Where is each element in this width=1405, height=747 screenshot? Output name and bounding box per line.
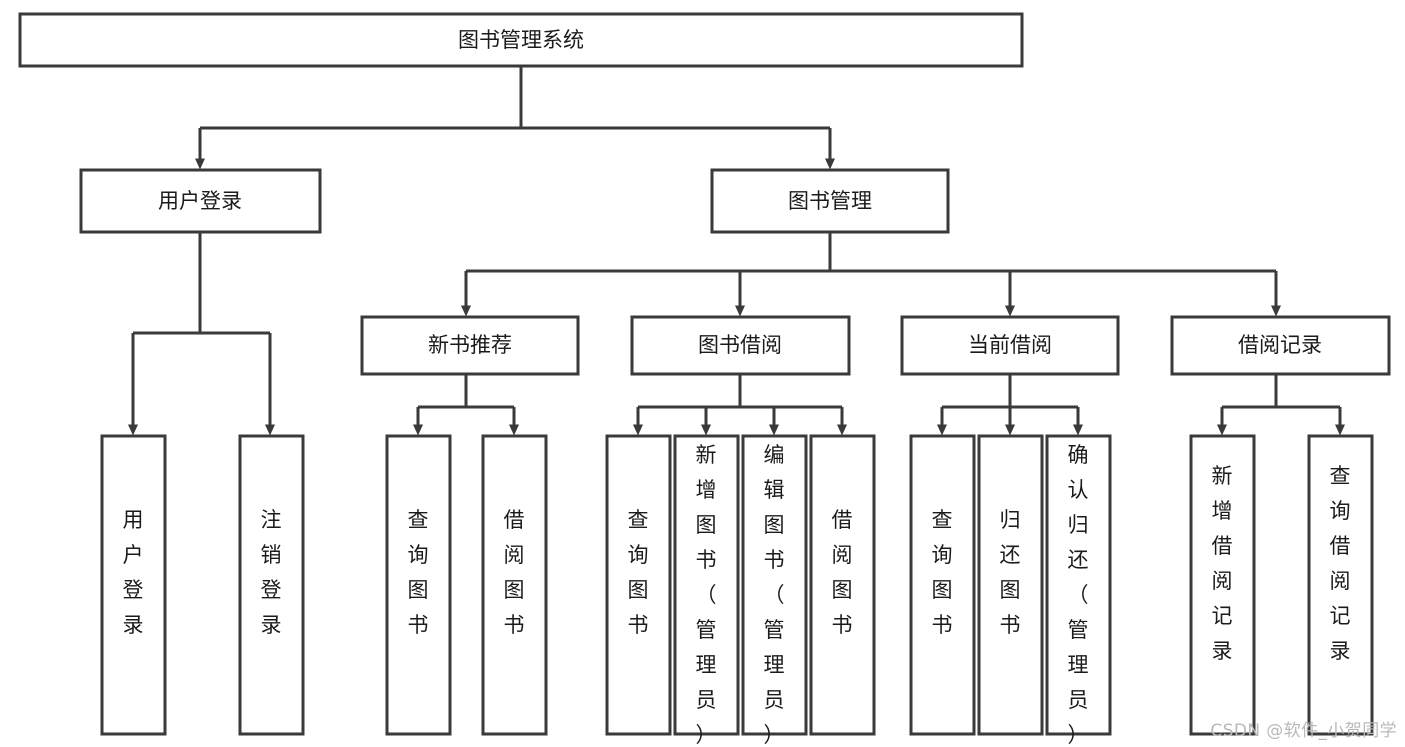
node-borrow-record[interactable]: 借阅记录: [1170, 315, 1391, 376]
node-leaf-confirm-return-box[interactable]: [1045, 434, 1112, 736]
node-book-borrow-box[interactable]: [630, 315, 851, 376]
node-leaf-return-book-label: 归还图书: [1000, 508, 1021, 637]
node-new-book-recommend[interactable]: 新书推荐: [360, 315, 580, 376]
node-leaf-user-login[interactable]: 用户登录: [100, 434, 167, 736]
node-leaf-query-record-box[interactable]: [1307, 434, 1374, 736]
node-root-box[interactable]: [18, 12, 1024, 68]
node-leaf-query-book-1-box[interactable]: [385, 434, 452, 736]
node-leaf-query-book-2-label: 查询图书: [628, 508, 649, 637]
node-book-manage-box[interactable]: [710, 168, 950, 234]
node-leaf-edit-book-box[interactable]: [741, 434, 808, 736]
node-user-login-label: 用户登录: [158, 189, 242, 213]
node-leaf-query-book-3-label: 查询图书: [932, 508, 953, 637]
node-leaf-logout-login-box[interactable]: [238, 434, 305, 736]
node-current-borrow-label: 当前借阅: [968, 333, 1052, 357]
node-leaf-borrow-book-1[interactable]: 借阅图书: [481, 434, 548, 736]
node-leaf-borrow-book-1-label: 借阅图书: [504, 508, 525, 637]
node-new-book-recommend-box[interactable]: [360, 315, 580, 376]
node-leaf-query-record-label: 查询借阅记录: [1330, 464, 1351, 663]
node-borrow-record-label: 借阅记录: [1238, 333, 1322, 357]
node-book-borrow-label: 图书借阅: [698, 333, 782, 357]
node-leaf-query-record[interactable]: 查询借阅记录: [1307, 434, 1374, 736]
node-leaf-return-book[interactable]: 归还图书: [977, 434, 1044, 736]
node-leaf-user-login-box[interactable]: [100, 434, 167, 736]
node-leaf-confirm-return-label: 确认归还（管理员）: [1068, 443, 1089, 747]
node-book-manage-label: 图书管理: [788, 189, 872, 213]
node-leaf-logout-login-label: 注销登录: [261, 508, 282, 637]
node-leaf-return-book-box[interactable]: [977, 434, 1044, 736]
node-leaf-add-record[interactable]: 新增借阅记录: [1189, 434, 1256, 736]
node-leaf-add-record-box[interactable]: [1189, 434, 1256, 736]
node-leaf-add-book-label: 新增图书（管理员）: [696, 443, 717, 747]
node-user-login[interactable]: 用户登录: [79, 168, 322, 234]
node-leaf-borrow-book-2-label: 借阅图书: [832, 508, 853, 637]
csdn-watermark: CSDN @软件_小贺同学: [1210, 721, 1397, 741]
node-root-label: 图书管理系统: [458, 28, 584, 52]
node-leaf-borrow-book-2[interactable]: 借阅图书: [809, 434, 876, 736]
node-leaf-borrow-book-1-box[interactable]: [481, 434, 548, 736]
node-borrow-record-box[interactable]: [1170, 315, 1391, 376]
node-leaf-edit-book[interactable]: 编辑图书（管理员）: [741, 434, 808, 747]
node-leaf-edit-book-label: 编辑图书（管理员）: [764, 443, 785, 747]
node-leaf-query-book-2[interactable]: 查询图书: [605, 434, 672, 736]
node-leaf-query-book-3[interactable]: 查询图书: [909, 434, 976, 736]
node-leaf-add-book[interactable]: 新增图书（管理员）: [673, 434, 740, 747]
node-leaf-borrow-book-2-box[interactable]: [809, 434, 876, 736]
node-leaf-add-record-label: 新增借阅记录: [1212, 464, 1233, 663]
node-book-manage[interactable]: 图书管理: [710, 168, 950, 234]
node-leaf-query-book-2-box[interactable]: [605, 434, 672, 736]
node-user-login-box[interactable]: [79, 168, 322, 234]
node-current-borrow[interactable]: 当前借阅: [900, 315, 1120, 376]
node-leaf-query-book-3-box[interactable]: [909, 434, 976, 736]
node-current-borrow-box[interactable]: [900, 315, 1120, 376]
node-leaf-logout-login[interactable]: 注销登录: [238, 434, 305, 736]
node-leaf-user-login-label: 用户登录: [123, 508, 144, 637]
node-leaf-confirm-return[interactable]: 确认归还（管理员）: [1045, 434, 1112, 747]
node-root[interactable]: 图书管理系统: [18, 12, 1024, 68]
node-book-borrow[interactable]: 图书借阅: [630, 315, 851, 376]
connectors: [128, 66, 1345, 436]
node-leaf-query-book-1[interactable]: 查询图书: [385, 434, 452, 736]
node-leaf-add-book-box[interactable]: [673, 434, 740, 736]
node-new-book-recommend-label: 新书推荐: [428, 333, 512, 357]
node-leaf-query-book-1-label: 查询图书: [408, 508, 429, 637]
